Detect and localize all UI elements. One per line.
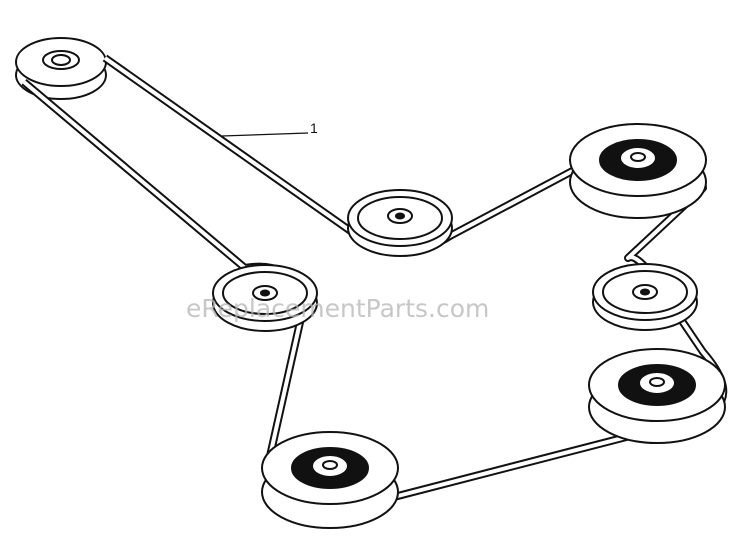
spindle-pulley-bottom xyxy=(261,431,399,529)
spindle-pulley-lower-right xyxy=(588,348,726,444)
callout-leader-line xyxy=(221,132,309,137)
watermark: eReplacementParts.com xyxy=(186,294,490,323)
idler-pulley-center xyxy=(347,189,453,257)
idler-pulley-left xyxy=(212,264,318,332)
idler-pulley-right xyxy=(592,263,698,331)
callout-label: 1 xyxy=(310,120,318,136)
spindle-pulley-top-right xyxy=(569,123,707,219)
